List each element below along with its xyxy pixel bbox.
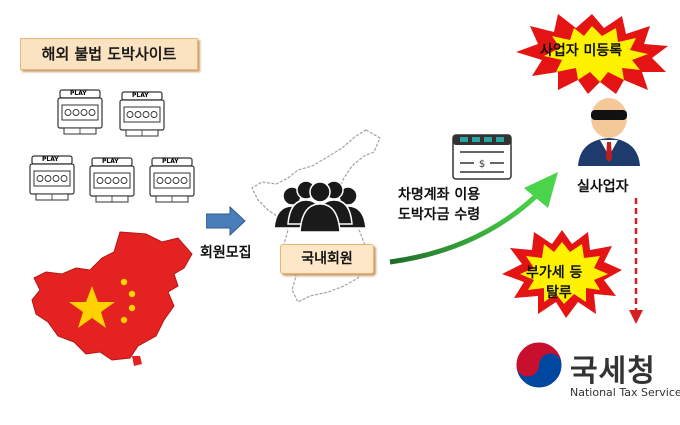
slot-play-label: PLAY (42, 156, 59, 163)
slot-machines-group (29, 89, 195, 203)
recruit-arrow-icon (206, 206, 246, 236)
slot-play-label: PLAY (132, 92, 149, 99)
china-map-icon (31, 231, 193, 366)
payment-line-2: 도박자금 수령 (398, 207, 481, 223)
dashed-down-arrow (629, 198, 643, 324)
slot-play-label: PLAY (70, 90, 87, 97)
nts-english-name: National Tax Service (570, 386, 680, 399)
members-label: 국내회원 (280, 244, 374, 274)
tax-evasion-line-2: 탈루 (546, 285, 572, 301)
svg-text:$: $ (479, 159, 485, 170)
people-group-icon (273, 180, 367, 233)
tax-evasion-burst (502, 230, 622, 318)
slot-play-label: PLAY (102, 158, 119, 165)
bank-card-icon: $ (452, 134, 512, 180)
nts-emblem-icon (515, 341, 563, 389)
slot-play-label: PLAY (162, 158, 179, 165)
nts-korean-name: 국세청 (570, 354, 656, 389)
payment-curve-arrow (389, 172, 558, 265)
tax-evasion-line-1: 부가세 등 (526, 265, 583, 281)
operator-icon (578, 98, 640, 166)
operator-label: 실사업자 (577, 179, 629, 195)
payment-line-1: 차명계좌 이용 (398, 187, 481, 203)
unregistered-burst (516, 14, 668, 94)
page-title: 해외 불법 도박사이트 (20, 38, 198, 70)
unregistered-label: 사업자 미등록 (540, 43, 623, 59)
recruit-label: 회원모집 (200, 245, 252, 261)
